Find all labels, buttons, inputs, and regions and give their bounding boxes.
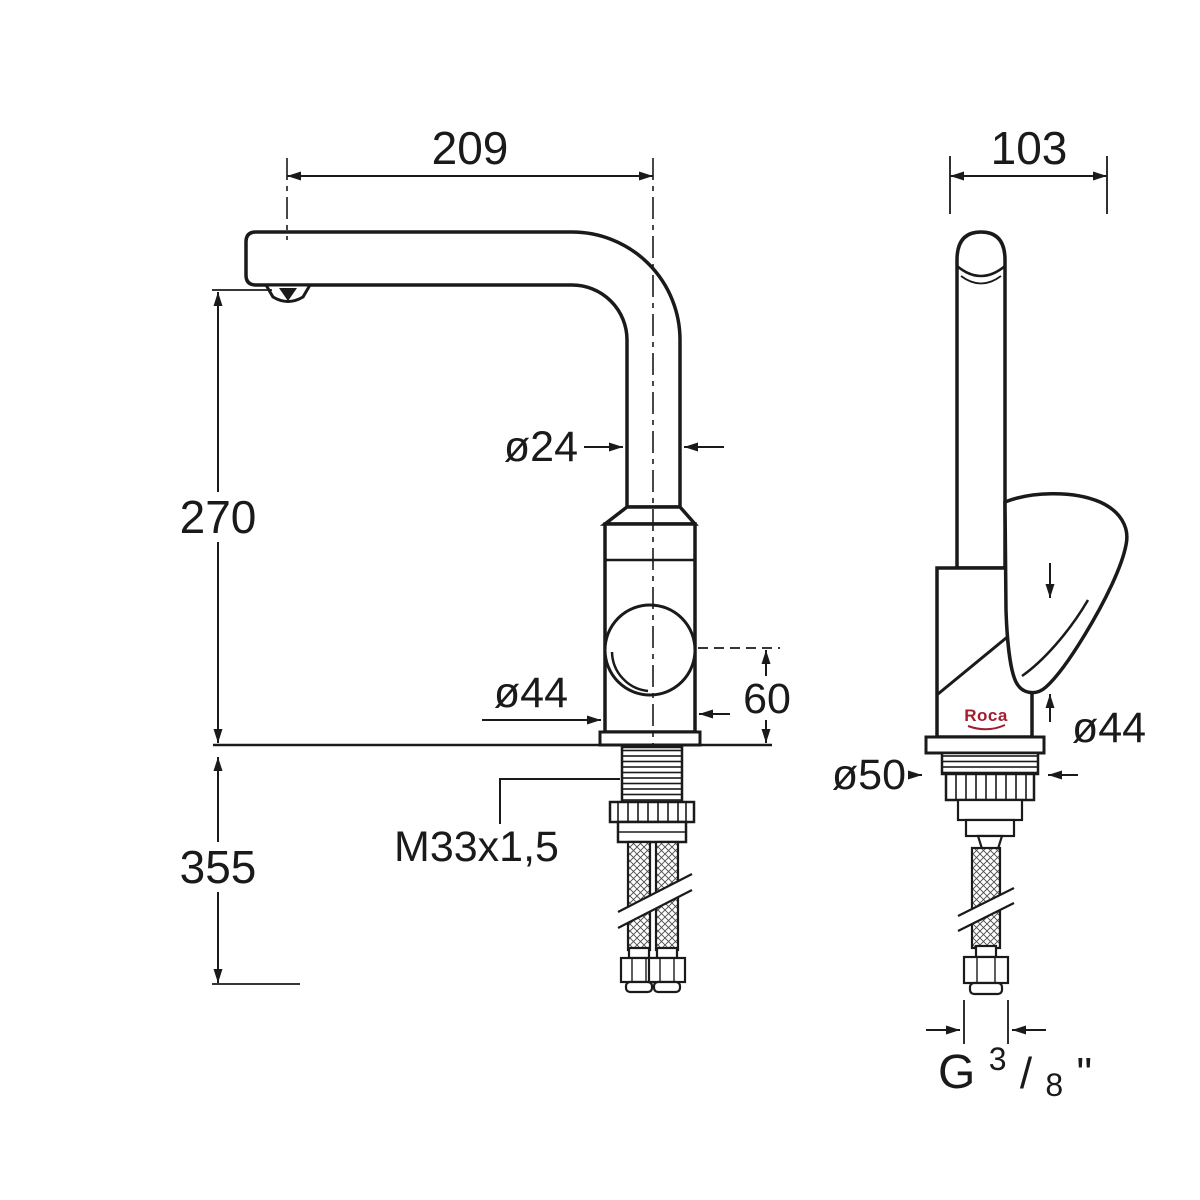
dim-label-bg-355: [172, 842, 264, 892]
spout-aerator-tip: [279, 288, 297, 301]
hose-break-line-upper: [617, 873, 693, 913]
dim-label-body-diameter: ø44: [494, 669, 568, 717]
brand-logo-swoosh: [967, 724, 1006, 731]
column-outline: [955, 230, 1007, 570]
supply-thread-prefix: G: [938, 1046, 975, 1099]
brand-logo-text: Roca: [964, 706, 1008, 725]
hose-break-mask: [618, 874, 692, 928]
dim-label-shank-thread: M33x1,5: [394, 823, 559, 871]
body-shoulder: [599, 505, 699, 526]
handle-inner-line: [1021, 599, 1090, 678]
base-flange-front: [924, 735, 1046, 755]
hose-break-mask-front: [958, 888, 1014, 931]
spout-outline: [244, 230, 682, 509]
hose-break-line-lower-front: [957, 902, 1015, 932]
supply-thread-slash: /: [1020, 1049, 1033, 1098]
base-flange: [598, 730, 702, 747]
dim-label-spout-reach: 209: [432, 122, 509, 174]
locknut-step: [956, 798, 1024, 822]
cartridge-cap-arc: [610, 651, 649, 693]
mounting-nut-serrated: [608, 800, 696, 824]
dim-label-height-above-deck: 270: [180, 491, 257, 543]
hose-fitting-right: [647, 946, 687, 994]
dim-label-spout-tube-diameter: ø24: [504, 423, 578, 471]
locknut-serrated: [944, 772, 1036, 802]
leader-shank-thread: [499, 778, 620, 824]
handle-outline: [1003, 492, 1129, 695]
supply-thread-denominator: 8: [1045, 1067, 1063, 1103]
hose-break-line-lower: [617, 889, 693, 929]
dim-label-overall-depth: 103: [991, 122, 1068, 174]
dim-label-cartridge-axis-height: 60: [743, 675, 791, 723]
supply-hose-left: [626, 840, 652, 952]
dim-label-base-diameter: ø50: [832, 751, 906, 799]
locknut-step-2: [964, 818, 1016, 838]
dim-label-bg-270: [172, 492, 264, 542]
locknut-ticks: [955, 774, 1027, 800]
side-view: 209 270 355 ø24 ø44 60 M33x1,5: [172, 122, 792, 994]
shank-front: [940, 751, 1040, 776]
front-view: Roca 103 ø50 ø44: [832, 122, 1146, 1107]
column-cap-arc-2: [960, 275, 1002, 285]
dim-label-handle-diameter: ø44: [1072, 704, 1146, 752]
supply-thread-inch-mark: ": [1077, 1049, 1093, 1098]
dim-label-bg-60: [742, 676, 792, 720]
shank-threaded: [620, 745, 684, 804]
cartridge-housing-circle: [603, 603, 697, 697]
dim-label-supply-connection: G 3 / 8 ": [938, 1028, 1092, 1107]
supply-thread-numerator: 3: [989, 1041, 1007, 1077]
column-cap-arc: [956, 265, 1006, 278]
dim-label-under-deck-length: 355: [180, 841, 257, 893]
mounting-nut-ticks: [617, 802, 687, 822]
hose-break-line-upper-front: [957, 887, 1015, 917]
hose-fitting-front: [962, 944, 1010, 996]
